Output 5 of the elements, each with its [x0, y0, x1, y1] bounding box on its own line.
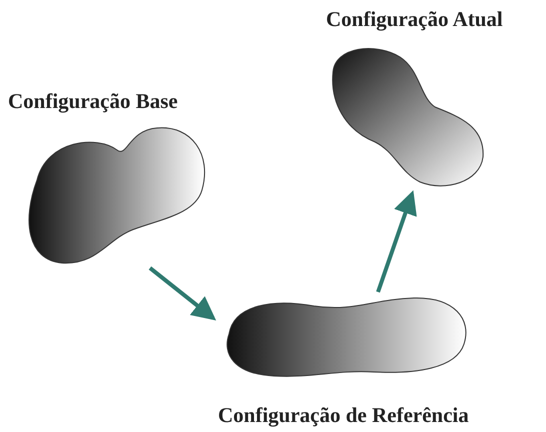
node-title: Configuração Base — [8, 88, 178, 114]
node-title: Configuração de Referência — [218, 402, 469, 428]
node-title: Configuração Atual — [326, 6, 503, 32]
arrow — [148, 266, 216, 320]
arrow — [376, 190, 417, 293]
